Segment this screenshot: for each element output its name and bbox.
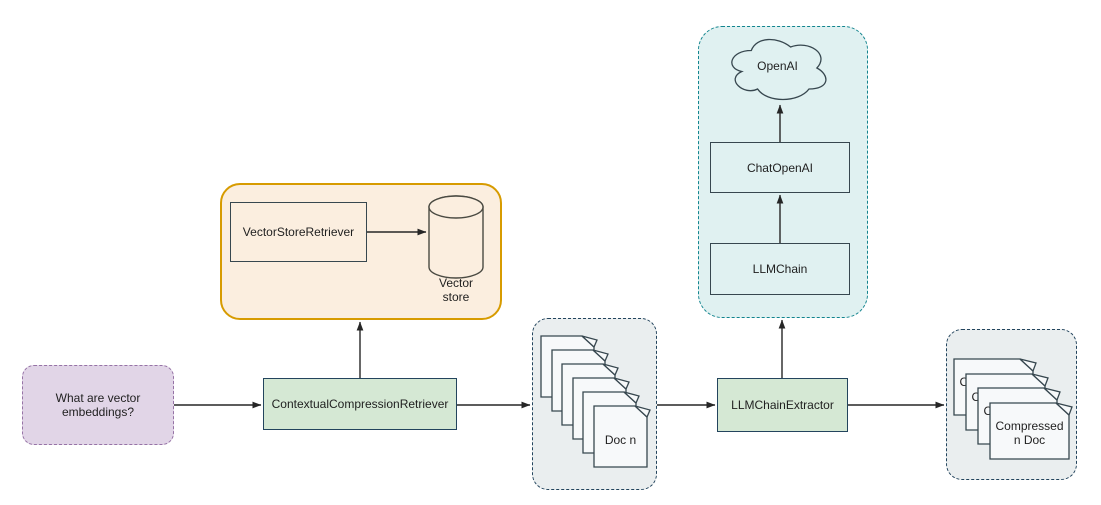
vector-store-label: Vector store <box>438 276 474 304</box>
cloud-icon <box>731 38 827 101</box>
doc-n-label: Doc n <box>604 433 637 447</box>
contextual-compression-retriever-node: ContextualCompressionRetriever <box>263 378 457 430</box>
llm-chain-extractor-node: LLMChainExtractor <box>717 378 848 432</box>
vector-store-retriever-node: VectorStoreRetriever <box>230 202 367 262</box>
database-cylinder-icon <box>428 195 484 279</box>
chat-openai-node: ChatOpenAI <box>710 142 850 193</box>
query-node: What are vector embeddings? <box>22 365 174 445</box>
openai-node: OpenAI <box>757 59 798 73</box>
compressed-doc-label: Compressed n Doc <box>995 419 1064 447</box>
llm-chain-node: LLMChain <box>710 243 850 295</box>
